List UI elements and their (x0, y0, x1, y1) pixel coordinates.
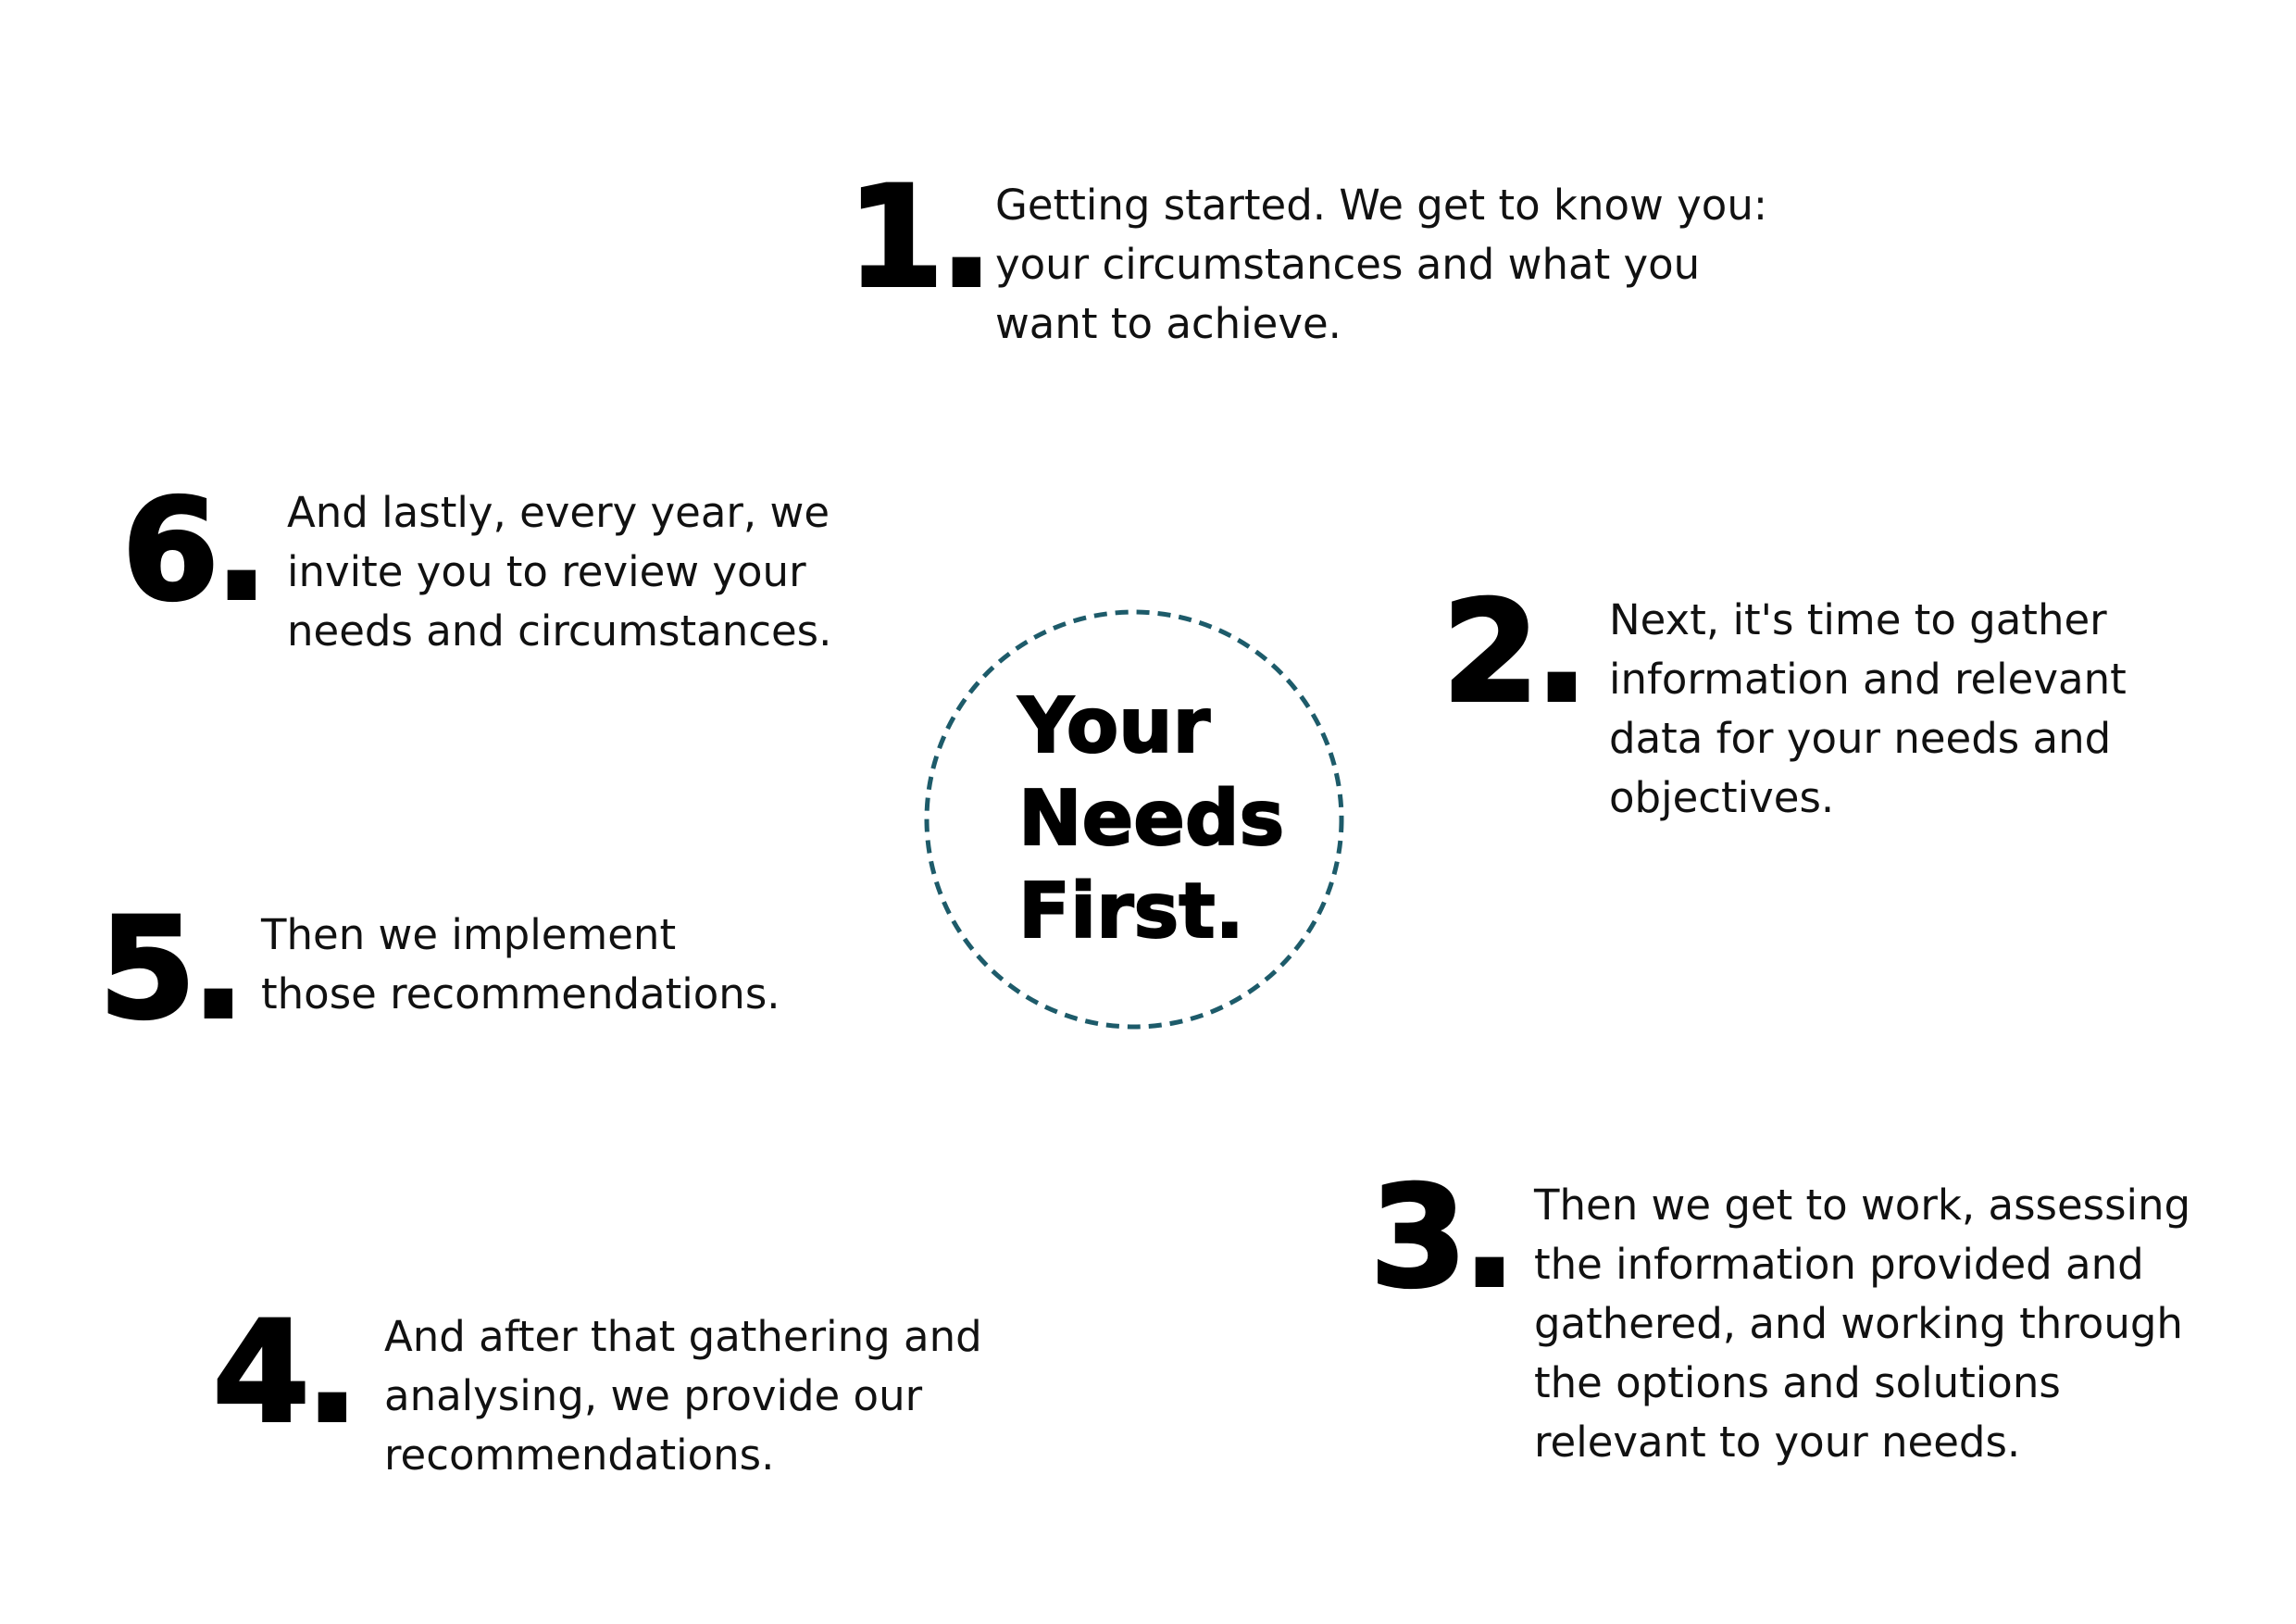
step-2-text: Next, it's time to gather information an… (1609, 591, 2127, 828)
center-title-line-3: First. (1017, 867, 1245, 956)
step-3-line-1: Then we get to work, assessing (1534, 1181, 2191, 1230)
step-6-line-1: And lastly, every year, we (287, 488, 830, 537)
step-6-line-3: needs and circumstances. (287, 606, 832, 656)
step-1-line-1: Getting started. We get to know you: (995, 181, 1767, 230)
center-dashed-circle (924, 609, 1344, 1030)
center-title-line-2: Needs (1017, 774, 1285, 864)
step-4-text: And after that gathering and analysing, … (384, 1307, 982, 1485)
step-5-number: 5. (97, 889, 246, 1050)
step-3-number: 3. (1368, 1157, 1517, 1318)
step-6-number: 6. (120, 470, 269, 631)
step-4-line-2: analysing, we provide our (384, 1371, 923, 1420)
step-2-number: 2. (1441, 572, 1590, 733)
step-1-number: 1. (845, 157, 994, 319)
step-2-line-1: Next, it's time to gather (1609, 595, 2107, 644)
step-5-text: Then we implement those recommendations. (261, 906, 780, 1024)
step-1-line-2: your circumstances and what you (995, 240, 1701, 289)
step-6-line-2: invite you to review your (287, 547, 806, 596)
step-2-line-3: data for your needs and (1609, 714, 2112, 763)
step-5-line-2: those recommendations. (261, 969, 780, 1018)
step-3-line-3: gathered, and working through (1534, 1299, 2183, 1348)
step-3-line-2: the information provided and (1534, 1240, 2144, 1289)
step-2-line-4: objectives. (1609, 773, 1835, 822)
step-4-line-1: And after that gathering and (384, 1312, 982, 1361)
step-3-line-4: the options and solutions (1534, 1358, 2061, 1407)
step-3-text: Then we get to work, assessing the infor… (1534, 1176, 2190, 1472)
step-3-line-5: relevant to your needs. (1534, 1418, 2021, 1467)
step-1-text: Getting started. We get to know you: you… (995, 176, 1767, 354)
center-title-line-1: Your (1017, 681, 1211, 771)
step-2-line-2: information and relevant (1609, 655, 2127, 704)
step-1-line-3: want to achieve. (995, 299, 1341, 348)
step-4-line-3: recommendations. (384, 1430, 775, 1480)
center-circle-outline (924, 609, 1344, 1030)
center-title: Your Needs First. (1017, 681, 1285, 958)
step-4-number: 4. (211, 1293, 360, 1454)
step-5-line-1: Then we implement (261, 910, 677, 959)
step-6-text: And lastly, every year, we invite you to… (287, 483, 831, 661)
